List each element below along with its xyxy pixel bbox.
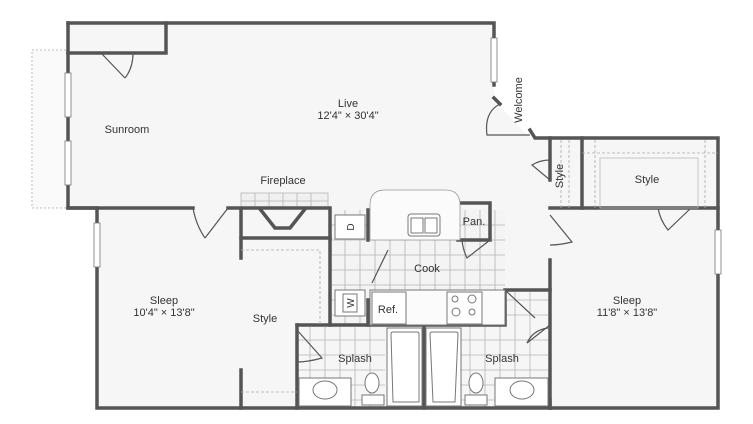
dim-sleep1: 10'4" × 13'8" (133, 307, 194, 319)
dim-sleep2: 11'8" × 13'8" (597, 307, 658, 319)
label-ref: Ref. (378, 304, 398, 316)
label-style3: Style (635, 174, 659, 186)
bath-fixtures (298, 327, 549, 407)
label-live: Live (338, 98, 358, 110)
label-sleep1: Sleep (150, 295, 178, 307)
label-sunroom: Sunroom (105, 124, 150, 136)
label-splash2: Splash (485, 353, 519, 365)
label-fireplace: Fireplace (260, 175, 305, 187)
room-labels: Sunroom Live 12'4" × 30'4" Welcome Firep… (105, 77, 660, 365)
bath-tile (297, 290, 550, 408)
label-splash1: Splash (338, 353, 372, 365)
windows (64, 37, 722, 275)
label-cook: Cook (414, 263, 440, 275)
label-dryer: D (346, 223, 357, 230)
label-washer: W (346, 298, 357, 308)
label-welcome: Welcome (513, 77, 525, 123)
label-style1: Style (253, 313, 277, 325)
label-style2: Style (554, 164, 566, 188)
sunroom-patio (31, 49, 69, 209)
closet-shelves (241, 140, 718, 393)
label-pantry: Pan. (463, 216, 486, 228)
label-sleep2: Sleep (613, 295, 641, 307)
kitchen-counter (334, 189, 506, 326)
fireplace-hearth (240, 192, 329, 210)
doors (100, 52, 692, 363)
dim-live: 12'4" × 30'4" (317, 110, 378, 122)
